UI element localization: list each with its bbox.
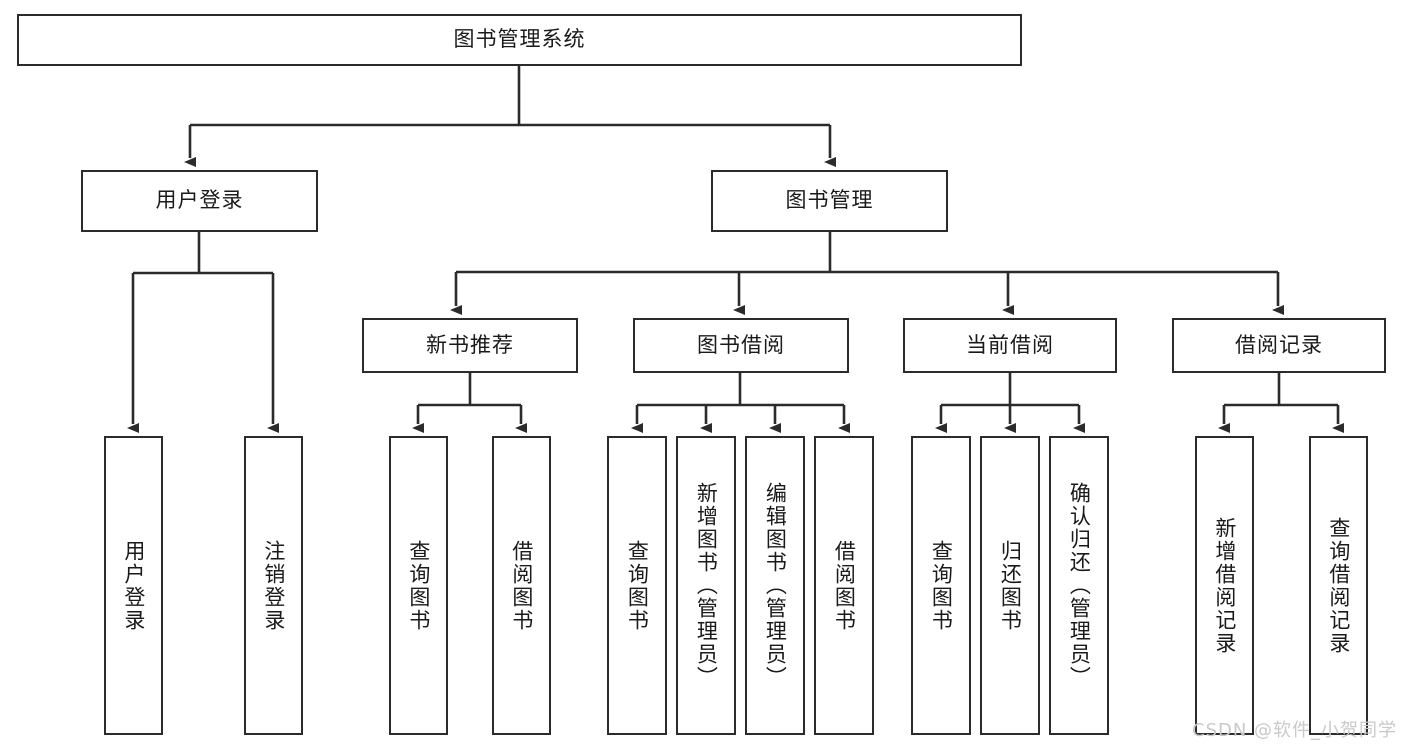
node-label: 借阅图书 (832, 539, 857, 632)
leaf-book-borrow-edit[interactable]: 编辑图书（管理员） (745, 436, 805, 735)
leaf-current-borrow-query[interactable]: 查询图书 (911, 436, 971, 735)
watermark-credit: CSDN @软件_小贺同学 (1192, 720, 1398, 741)
node-user-login[interactable]: 用户登录 (81, 170, 318, 232)
node-label: 新书推荐 (426, 332, 514, 357)
node-book-management[interactable]: 图书管理 (711, 170, 948, 232)
node-label: 当前借阅 (966, 332, 1054, 357)
leaf-borrow-record-query[interactable]: 查询借阅记录 (1309, 436, 1368, 735)
node-label: 借阅记录 (1235, 332, 1323, 357)
leaf-book-borrow-add[interactable]: 新增图书（管理员） (676, 436, 736, 735)
node-current-borrow[interactable]: 当前借阅 (903, 318, 1117, 373)
node-label: 用户登录 (155, 188, 244, 213)
node-label: 查询图书 (625, 539, 650, 632)
leaf-user-login-logout[interactable]: 注销登录 (244, 436, 303, 735)
node-label: 图书管理 (785, 188, 874, 213)
node-label: 新增借阅记录 (1212, 516, 1237, 655)
node-new-book-recommend[interactable]: 新书推荐 (362, 318, 578, 373)
leaf-current-borrow-confirm-return[interactable]: 确认归还（管理员） (1049, 436, 1109, 735)
leaf-user-login-login[interactable]: 用户登录 (104, 436, 163, 735)
node-label: 确认归还（管理员） (1067, 482, 1092, 689)
node-label: 编辑图书（管理员） (763, 482, 788, 689)
node-label: 图书管理系统 (453, 27, 586, 52)
node-label: 查询图书 (406, 539, 431, 632)
node-label: 查询图书 (929, 539, 954, 632)
leaf-current-borrow-return[interactable]: 归还图书 (980, 436, 1040, 735)
node-label: 图书借阅 (697, 332, 785, 357)
node-label: 用户登录 (121, 539, 146, 632)
node-label: 注销登录 (261, 539, 286, 632)
leaf-book-borrow-borrow[interactable]: 借阅图书 (814, 436, 874, 735)
node-book-borrow[interactable]: 图书借阅 (633, 318, 849, 373)
node-label: 查询借阅记录 (1326, 516, 1351, 655)
node-borrow-record[interactable]: 借阅记录 (1172, 318, 1386, 373)
leaf-new-book-borrow[interactable]: 借阅图书 (492, 436, 551, 735)
node-root-system[interactable]: 图书管理系统 (17, 14, 1022, 66)
node-label: 归还图书 (998, 539, 1023, 632)
node-label: 新增图书（管理员） (694, 482, 719, 689)
leaf-book-borrow-query[interactable]: 查询图书 (607, 436, 667, 735)
leaf-borrow-record-add[interactable]: 新增借阅记录 (1195, 436, 1254, 735)
leaf-new-book-query[interactable]: 查询图书 (389, 436, 448, 735)
node-label: 借阅图书 (509, 539, 534, 632)
